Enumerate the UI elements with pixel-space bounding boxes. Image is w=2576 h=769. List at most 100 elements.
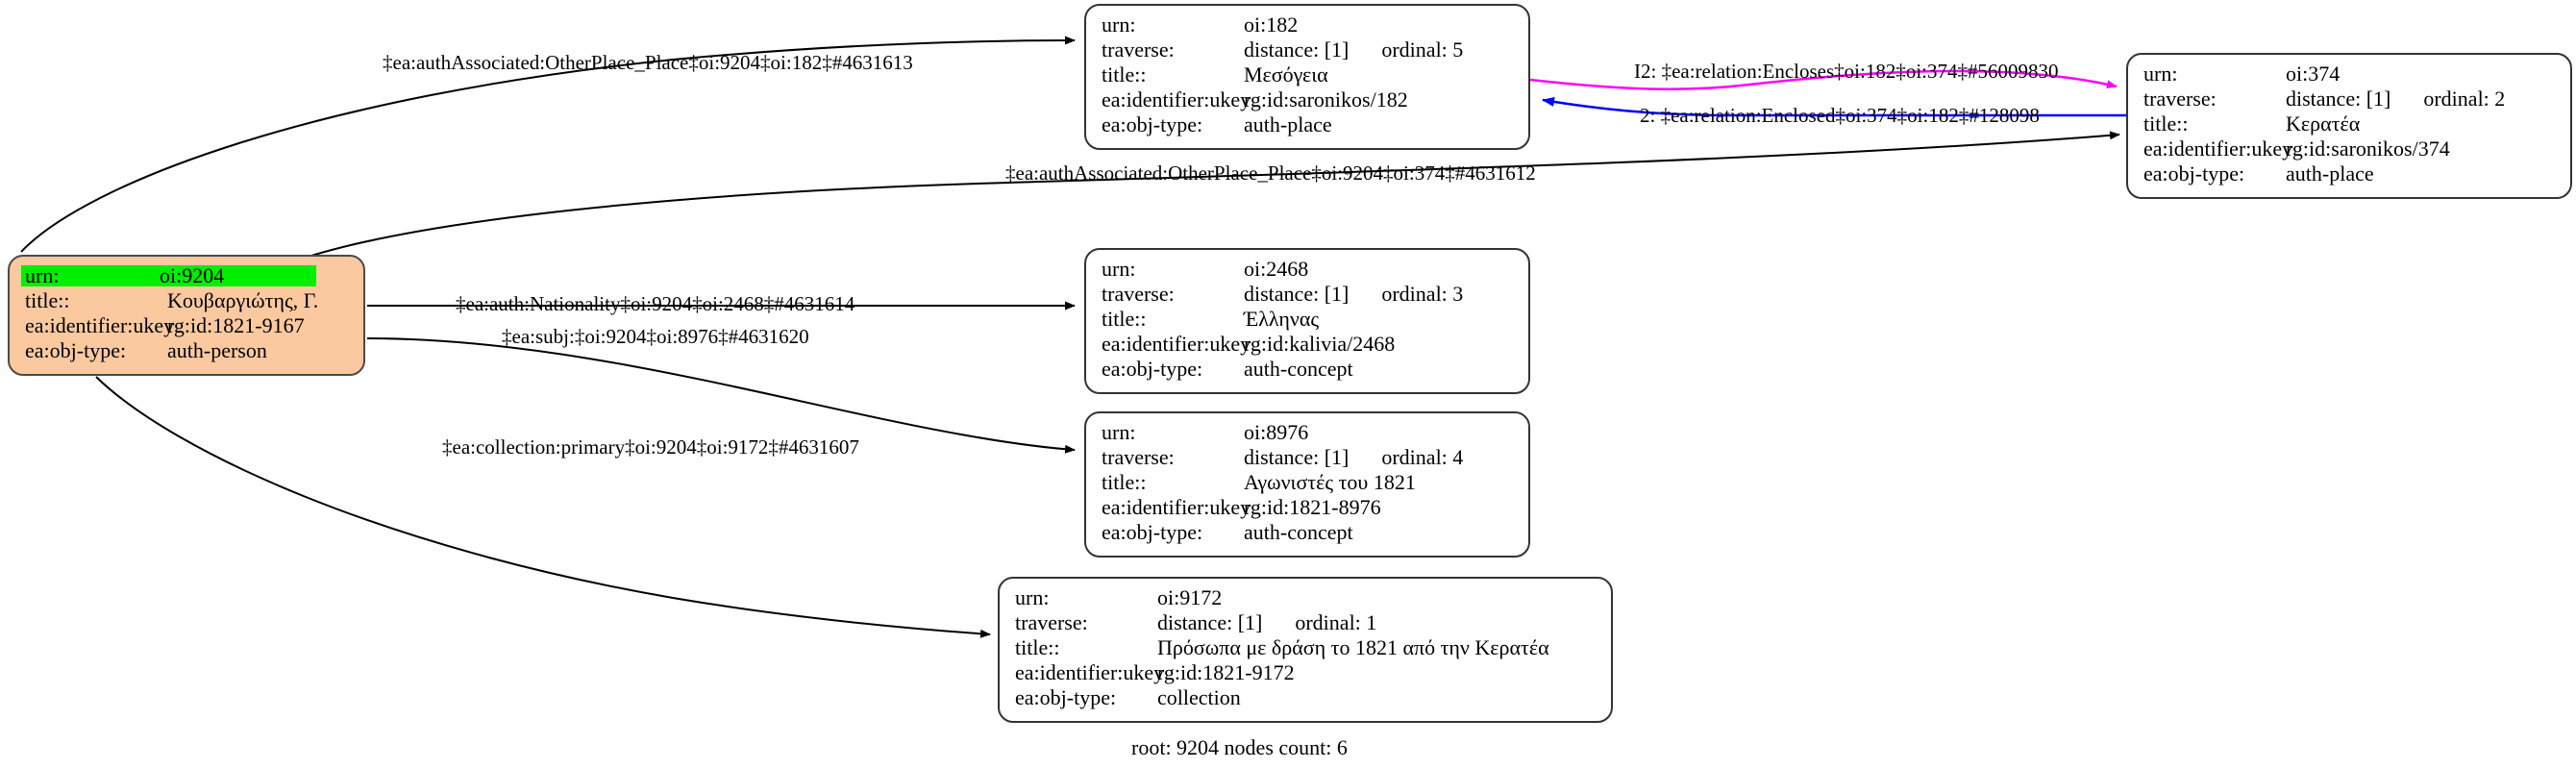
edge-label-374-182-enclosed: 2: ‡ea:relation:Enclosed‡oi:374‡oi:182‡#… <box>1640 104 2040 127</box>
field-value-objtype: auth-place <box>1244 112 1332 136</box>
field-label-urn: urn: <box>1015 585 1050 609</box>
edge-label-9204-9172: ‡ea:collection:primary‡oi:9204‡oi:9172‡#… <box>442 435 859 459</box>
traverse-distance: distance: [1] <box>1244 37 1350 62</box>
field-value-traverse: distance: [1] ordinal: 2 <box>2286 88 2505 110</box>
field-value-ukey: rg:id:kalivia/2468 <box>1244 332 1396 356</box>
field-value-ukey: rg:id:saronikos/374 <box>2286 136 2450 161</box>
field-value-objtype: auth-place <box>2286 161 2374 186</box>
field-label-traverse: traverse: <box>1102 282 1175 306</box>
traverse-ordinal: ordinal: 2 <box>2423 87 2506 111</box>
field-label-traverse: traverse: <box>1015 610 1088 634</box>
node-row-urn: urn: oi:182 <box>1102 14 1515 39</box>
field-value-objtype: auth-person <box>167 338 267 362</box>
node-row-ukey: ea:identifier:ukey rg:id:1821-9167 <box>25 315 350 340</box>
field-value-ukey: rg:id:1821-8976 <box>1244 495 1381 519</box>
node-row-objtype: ea:obj-type: auth-place <box>1102 114 1515 139</box>
field-value-ukey: rg:id:1821-9167 <box>167 313 305 337</box>
node-row-objtype: ea:obj-type: auth-concept <box>1102 359 1515 384</box>
field-value-title: Κερατέα <box>2286 112 2361 136</box>
traverse-distance: distance: [1] <box>2286 87 2391 111</box>
field-value-ukey: rg:id:saronikos/182 <box>1244 87 1408 112</box>
node-row-ukey: ea:identifier:ukey rg:id:kalivia/2468 <box>1102 334 1515 359</box>
node-row-traverse: traverse: distance: [1] ordinal: 2 <box>2143 88 2557 113</box>
field-value-urn: oi:2468 <box>1244 257 1309 281</box>
field-label-traverse: traverse: <box>1102 37 1175 62</box>
field-label-objtype: ea:obj-type: <box>1102 112 1203 136</box>
field-label-urn: urn: <box>21 265 160 286</box>
node-row-traverse: traverse: distance: [1] ordinal: 1 <box>1015 612 1598 637</box>
node-row-objtype: ea:obj-type: auth-person <box>25 340 350 365</box>
field-label-objtype: ea:obj-type: <box>1102 357 1203 381</box>
field-label-title: title:: <box>25 288 70 312</box>
edge-path-9204-374 <box>287 131 2120 264</box>
graph-footer: root: 9204 nodes count: 6 <box>1131 735 1348 759</box>
node-row-title: title:: Μεσόγεια <box>1102 64 1515 89</box>
node-row-urn: urn: oi:9172 <box>1015 587 1598 612</box>
field-label-objtype: ea:obj-type: <box>2143 161 2245 186</box>
node-374[interactable]: urn: oi:374 traverse: distance: [1] ordi… <box>2126 53 2572 199</box>
node-row-ukey: ea:identifier:ukey rg:id:1821-8976 <box>1102 497 1515 522</box>
field-value-objtype: collection <box>1157 685 1241 709</box>
node-2468[interactable]: urn: oi:2468 traverse: distance: [1] ord… <box>1084 248 1530 394</box>
node-8976[interactable]: urn: oi:8976 traverse: distance: [1] ord… <box>1084 411 1530 558</box>
node-row-urn: urn: oi:8976 <box>1102 422 1515 447</box>
field-value-urn: oi:9172 <box>1157 585 1223 609</box>
field-value-traverse: distance: [1] ordinal: 1 <box>1157 612 1376 633</box>
field-value-urn: oi:374 <box>2286 62 2341 86</box>
node-row-ukey: ea:identifier:ukey rg:id:1821-9172 <box>1015 662 1598 687</box>
field-label-ukey: ea:identifier:ukey <box>1102 87 1251 112</box>
traverse-distance: distance: [1] <box>1157 610 1263 634</box>
node-row-objtype: ea:obj-type: auth-place <box>2143 163 2557 188</box>
field-value-traverse: distance: [1] ordinal: 3 <box>1244 284 1463 305</box>
node-row-traverse: traverse: distance: [1] ordinal: 4 <box>1102 447 1515 472</box>
node-9172[interactable]: urn: oi:9172 traverse: distance: [1] ord… <box>998 577 1613 723</box>
field-value-urn: oi:8976 <box>1244 420 1309 444</box>
node-root-9204[interactable]: urn: oi:9204 title:: Κουβαργιώτης, Γ. ea… <box>8 255 365 376</box>
traverse-ordinal: ordinal: 1 <box>1295 610 1377 634</box>
node-row-title: title:: Κερατέα <box>2143 113 2557 138</box>
node-row-title: title:: Έλληνας <box>1102 309 1515 334</box>
node-row-title: title:: Πρόσωπα με δράση το 1821 από την… <box>1015 637 1598 662</box>
field-label-title: title:: <box>1102 62 1147 87</box>
field-label-traverse: traverse: <box>2143 87 2217 111</box>
field-value-objtype: auth-concept <box>1244 357 1353 381</box>
traverse-ordinal: ordinal: 3 <box>1381 282 1464 306</box>
field-value-ukey: rg:id:1821-9172 <box>1157 660 1295 684</box>
field-label-urn: urn: <box>1102 257 1136 281</box>
traverse-ordinal: ordinal: 5 <box>1381 37 1464 62</box>
field-value-title: Κουβαργιώτης, Γ. <box>167 288 319 312</box>
edge-label-9204-8976: ‡ea:subj:‡oi:9204‡oi:8976‡#4631620 <box>502 325 809 348</box>
field-value-objtype: auth-concept <box>1244 520 1353 544</box>
edge-label-182-374-encloses: I2: ‡ea:relation:Encloses‡oi:182‡oi:374‡… <box>1634 60 2059 83</box>
node-182[interactable]: urn: oi:182 traverse: distance: [1] ordi… <box>1084 4 1530 150</box>
field-label-objtype: ea:obj-type: <box>1015 685 1117 709</box>
field-value-title: Έλληνας <box>1244 307 1320 331</box>
field-value-urn: oi:182 <box>1244 12 1299 37</box>
field-value-title: Πρόσωπα με δράση το 1821 από την Κερατέα <box>1157 635 1549 659</box>
traverse-ordinal: ordinal: 4 <box>1381 445 1464 469</box>
traverse-distance: distance: [1] <box>1244 445 1350 469</box>
field-label-urn: urn: <box>1102 12 1136 37</box>
field-label-title: title:: <box>1102 470 1147 494</box>
edge-label-9204-374: ‡ea:authAssociated:OtherPlace_Place‡oi:9… <box>1005 161 1536 185</box>
field-label-urn: urn: <box>1102 420 1136 444</box>
field-label-ukey: ea:identifier:ukey <box>2143 136 2293 161</box>
field-label-objtype: ea:obj-type: <box>25 338 127 362</box>
field-label-urn: urn: <box>2143 62 2178 86</box>
field-label-ukey: ea:identifier:ukey <box>1015 660 1165 684</box>
node-row-title: title:: Κουβαργιώτης, Γ. <box>25 290 350 315</box>
node-row-urn: urn: oi:374 <box>2143 63 2557 88</box>
node-row-urn: urn: oi:9204 <box>21 265 350 290</box>
field-value-traverse: distance: [1] ordinal: 5 <box>1244 39 1463 61</box>
node-row-urn: urn: oi:2468 <box>1102 259 1515 284</box>
field-label-title: title:: <box>2143 112 2189 136</box>
edge-path-9204-8976 <box>366 337 1076 454</box>
field-value-title: Αγωνιστές του 1821 <box>1244 470 1416 494</box>
traverse-distance: distance: [1] <box>1244 282 1350 306</box>
field-label-ukey: ea:identifier:ukey <box>1102 495 1251 519</box>
field-value-title: Μεσόγεια <box>1244 62 1328 87</box>
field-label-objtype: ea:obj-type: <box>1102 520 1203 544</box>
field-value-traverse: distance: [1] ordinal: 4 <box>1244 447 1463 468</box>
node-row-traverse: traverse: distance: [1] ordinal: 3 <box>1102 284 1515 309</box>
